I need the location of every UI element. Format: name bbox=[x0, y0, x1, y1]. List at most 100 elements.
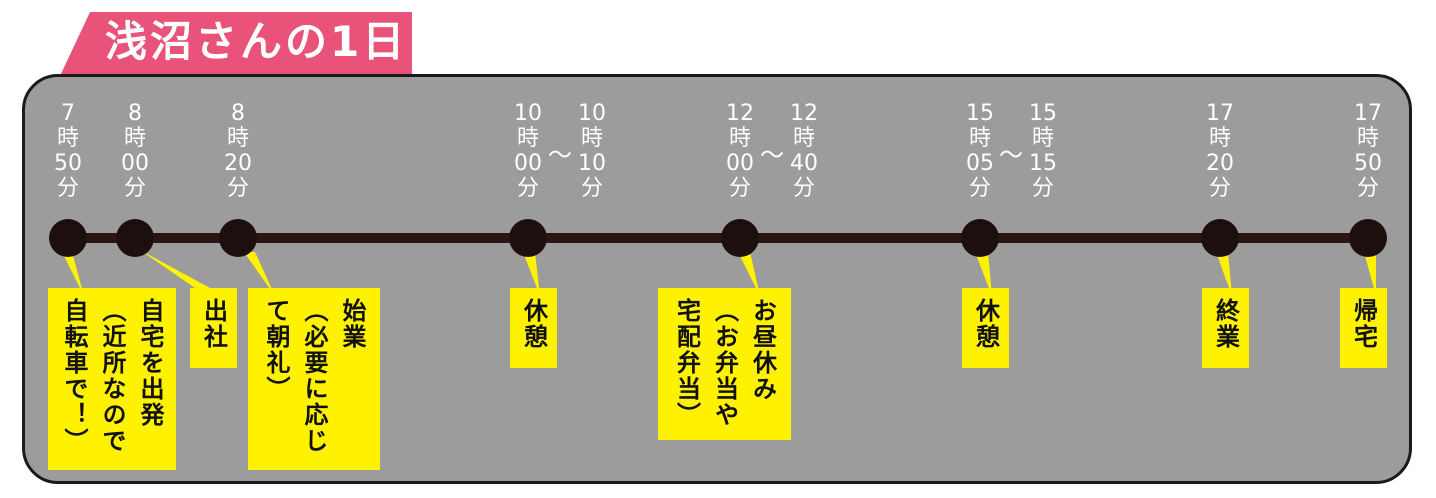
callout-pointer bbox=[244, 252, 275, 296]
callout-pointer bbox=[975, 252, 992, 296]
callout-pointer bbox=[62, 252, 84, 296]
callout-pointer bbox=[523, 252, 540, 296]
event-label-box: 始業 （必要に応じて朝礼） bbox=[248, 288, 380, 470]
time-label-part: 10 bbox=[514, 101, 542, 126]
event-label-box: 終業 bbox=[1202, 288, 1249, 368]
time-end-label-part: 40 bbox=[790, 151, 818, 176]
event-label-box: 出社 bbox=[190, 288, 237, 368]
timeline-dot bbox=[116, 219, 154, 257]
time-label-part: 17 bbox=[1206, 101, 1234, 126]
event-label-line: 出社 bbox=[199, 298, 228, 350]
callout-pointer bbox=[1216, 252, 1232, 296]
time-label-part: 分 bbox=[1356, 176, 1379, 201]
time-label-part: 時 bbox=[516, 126, 539, 151]
time-label-part: 20 bbox=[224, 151, 252, 176]
event-label-box: 休憩 bbox=[962, 288, 1009, 368]
time-label-part: 20 bbox=[1206, 151, 1234, 176]
time-end-label-part: 10 bbox=[578, 151, 606, 176]
time-label-part: 17 bbox=[1354, 101, 1382, 126]
event-label-box: 休憩 bbox=[510, 288, 557, 368]
time-label-part: 7 bbox=[61, 101, 75, 126]
time-label-part: 05 bbox=[966, 151, 994, 176]
time-label-part: 12 bbox=[726, 101, 754, 126]
range-tilde: ～ bbox=[548, 141, 572, 169]
time-label-part: 分 bbox=[728, 176, 751, 201]
time-end-label-part: 時 bbox=[580, 126, 603, 151]
time-label-part: 分 bbox=[226, 176, 249, 201]
event-label-line: 始業 bbox=[338, 298, 366, 350]
time-label-part: 時 bbox=[226, 126, 249, 151]
time-label-part: 00 bbox=[726, 151, 754, 176]
time-label-part: 50 bbox=[1354, 151, 1382, 176]
title-tab bbox=[60, 12, 412, 76]
time-end-label-part: 15 bbox=[1029, 151, 1057, 176]
timeline-dot bbox=[1201, 219, 1239, 257]
time-label-part: 50 bbox=[54, 151, 82, 176]
event-label-line: 終業 bbox=[1211, 298, 1240, 350]
timeline-dot bbox=[509, 219, 547, 257]
timeline-dot bbox=[721, 219, 759, 257]
event-label-line: 自転車で！） bbox=[60, 298, 88, 454]
time-label-part: 分 bbox=[1208, 176, 1231, 201]
time-label-part: 時 bbox=[1356, 126, 1379, 151]
time-label-part: 時 bbox=[728, 126, 751, 151]
event-label-line: 休憩 bbox=[519, 298, 548, 350]
range-tilde: ～ bbox=[760, 141, 784, 169]
time-end-label-part: 分 bbox=[580, 176, 603, 201]
time-end-label-part: 分 bbox=[1031, 176, 1054, 201]
timeline-dot bbox=[219, 219, 257, 257]
time-label-part: 分 bbox=[123, 176, 146, 201]
time-end-label-part: 時 bbox=[1031, 126, 1054, 151]
time-label-part: 時 bbox=[56, 126, 79, 151]
time-label-part: 分 bbox=[56, 176, 79, 201]
time-label-part: 00 bbox=[514, 151, 542, 176]
time-end-label-part: 12 bbox=[790, 101, 818, 126]
event-label-box: お昼休み （お弁当や宅配弁当） bbox=[658, 288, 791, 440]
time-label-part: 分 bbox=[516, 176, 539, 201]
range-tilde: ～ bbox=[999, 141, 1023, 169]
event-label-line: （お弁当や bbox=[710, 298, 739, 428]
time-end-label-part: 10 bbox=[578, 101, 606, 126]
event-label-line: て朝礼） bbox=[262, 298, 290, 402]
time-end-label-part: 分 bbox=[792, 176, 815, 201]
time-end-label-part: 15 bbox=[1029, 101, 1057, 126]
event-label-line: 宅配弁当） bbox=[672, 298, 701, 428]
event-label-line: （必要に応じ bbox=[300, 298, 328, 454]
callout-pointer bbox=[1364, 252, 1376, 296]
time-end-label-part: 時 bbox=[792, 126, 815, 151]
timeline-line bbox=[68, 233, 1368, 243]
time-label-part: 時 bbox=[968, 126, 991, 151]
event-label-line: 帰宅 bbox=[1349, 298, 1378, 350]
event-label-line: （近所なので bbox=[98, 298, 126, 454]
time-label-part: 8 bbox=[128, 101, 142, 126]
event-label-line: 自宅を出発 bbox=[136, 298, 164, 428]
timeline-dot bbox=[961, 219, 999, 257]
callout-pointer bbox=[140, 250, 210, 288]
time-label-part: 8 bbox=[231, 101, 245, 126]
timeline-dot bbox=[49, 219, 87, 257]
event-label-line: お昼休み bbox=[748, 298, 777, 402]
time-label-part: 00 bbox=[121, 151, 149, 176]
time-label-part: 15 bbox=[966, 101, 994, 126]
page-title: 浅沼さんの1日 bbox=[105, 17, 408, 66]
callout-pointer bbox=[738, 252, 760, 296]
time-label-part: 時 bbox=[1208, 126, 1231, 151]
event-label-box: 帰宅 bbox=[1340, 288, 1387, 368]
timeline-dot bbox=[1349, 219, 1387, 257]
time-label-part: 時 bbox=[123, 126, 146, 151]
event-label-box: 自宅を出発 （近所なので自転車で！） bbox=[48, 288, 176, 470]
time-label-part: 分 bbox=[968, 176, 991, 201]
event-label-line: 休憩 bbox=[971, 298, 1000, 350]
